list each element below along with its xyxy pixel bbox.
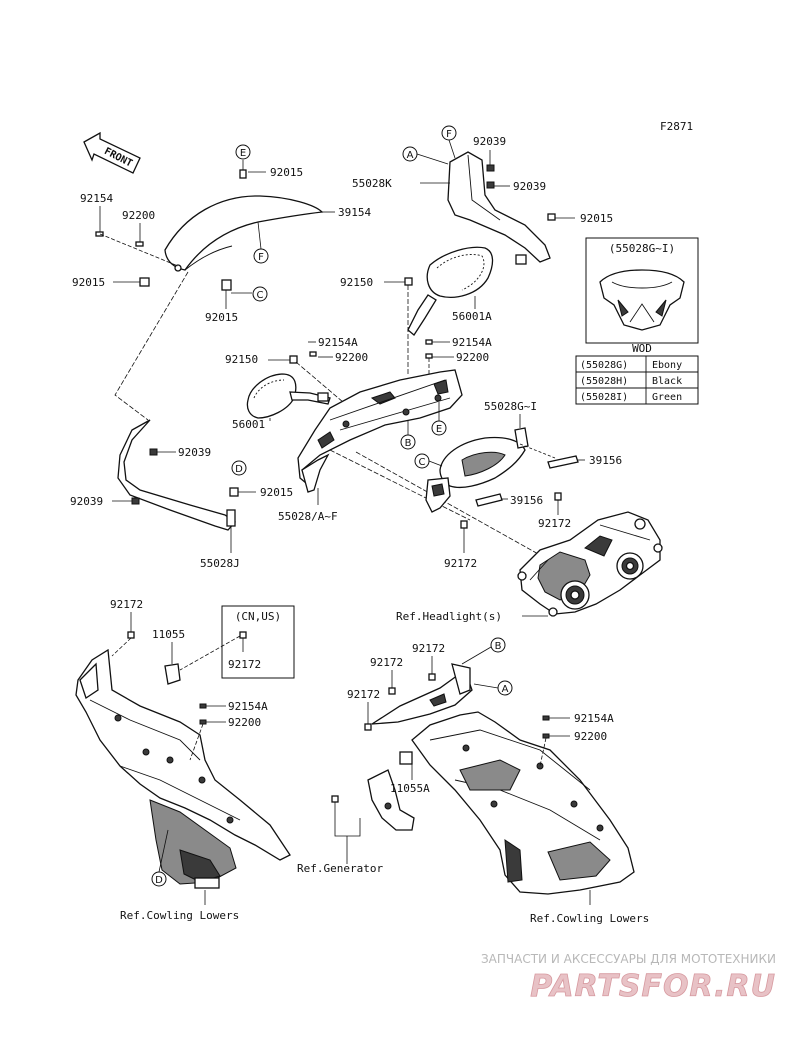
label-92200-lb: 92200 [228, 716, 261, 729]
wod-box-title: (55028G~I) [609, 242, 675, 255]
svg-text:A: A [407, 150, 414, 161]
callout-a-bracket: A [402, 146, 418, 162]
generator-bracket-part [367, 751, 415, 831]
label-92172-r1: 92172 [412, 642, 445, 655]
callout-b-center: B [400, 434, 416, 450]
svg-text:F: F [258, 252, 264, 263]
label-11055: 11055 [152, 628, 185, 641]
bracket-right-part [447, 151, 551, 265]
callout-a-right: A [497, 680, 513, 696]
label-92172-r3: 92172 [347, 688, 380, 701]
svg-text:D: D [155, 875, 163, 886]
cn-us-part: 92172 [228, 658, 261, 671]
svg-text:F: F [446, 129, 452, 140]
svg-text:D: D [235, 464, 243, 475]
label-39154: 39154 [338, 206, 371, 219]
wod-color-2: Black [652, 376, 682, 387]
label-ref-cowling-left: Ref.Cowling Lowers [120, 909, 239, 922]
upper-cowl-part [297, 369, 463, 493]
wod-variant-box: (55028G~I) WOD (55028G) Ebony (55028H) B… [575, 237, 699, 405]
callout-f-screen: F [253, 248, 269, 264]
wod-cowl-part [599, 269, 685, 331]
wod-code-3: (55028I) [580, 392, 628, 403]
label-39156-a: 39156 [589, 454, 622, 467]
callout-f-bracket: F [441, 125, 457, 141]
windscreen-part [164, 169, 324, 272]
label-92154A-r: 92154A [452, 336, 492, 349]
wod-color-3: Green [652, 392, 682, 403]
svg-text:B: B [495, 641, 502, 652]
label-56001: 56001 [232, 418, 265, 431]
label-92200-c: 92200 [335, 351, 368, 364]
inner-panel-left-part [117, 419, 236, 531]
callout-b-right: B [490, 637, 506, 653]
center-duct-part [425, 427, 529, 513]
label-92172-c: 92172 [538, 517, 571, 530]
label-92172-lt: 92172 [110, 598, 143, 611]
label-92200-r: 92200 [456, 351, 489, 364]
label-92039-bottom: 92039 [70, 495, 103, 508]
headlight-assembly-part [517, 511, 663, 617]
label-55028K: 55028K [352, 177, 392, 190]
label-11055A: 11055A [390, 782, 430, 795]
label-92015-c: 92015 [205, 311, 238, 324]
label-55028J: 55028J [200, 557, 240, 570]
label-92039-b: 92039 [513, 180, 546, 193]
label-92200-rb: 92200 [574, 730, 607, 743]
svg-text:A: A [502, 684, 509, 695]
svg-text:C: C [257, 290, 264, 301]
label-92154A-rb: 92154A [574, 712, 614, 725]
lower-fairing-right-part [411, 711, 635, 895]
label-92015-top: 92015 [270, 166, 303, 179]
callout-c-center: C [414, 453, 430, 469]
svg-text:B: B [405, 438, 412, 449]
front-arrow-icon: FRONT [83, 131, 141, 174]
cn-us-variant-box: (CN,US) 92172 [221, 605, 295, 679]
lower-fairing-left-part [75, 648, 291, 889]
label-92200-top: 92200 [122, 209, 155, 222]
label-56001A: 56001A [452, 310, 492, 323]
watermark-brand: PARTSFOR.RU [530, 969, 776, 1004]
wod-color-1: Ebony [652, 360, 682, 371]
label-92150-left: 92150 [225, 353, 258, 366]
label-55028AF: 55028/A~F [278, 510, 338, 523]
label-92039-left: 92039 [178, 446, 211, 459]
label-92154A-lb: 92154A [228, 700, 268, 713]
wod-code-1: (55028G) [580, 360, 628, 371]
svg-text:C: C [419, 457, 426, 468]
label-55028GI: 55028G~I [484, 400, 537, 413]
label-92015-d: 92015 [260, 486, 293, 499]
callout-d-bottom: D [151, 871, 167, 887]
label-ref-cowling-right: Ref.Cowling Lowers [530, 912, 649, 925]
label-92154-top: 92154 [80, 192, 113, 205]
svg-text:E: E [436, 424, 442, 435]
callout-e-top: E [235, 144, 251, 160]
figure-code: F2871 [660, 120, 693, 133]
wod-code-2: (55028H) [580, 376, 628, 387]
label-ref-headlight: Ref.Headlight(s) [396, 610, 502, 623]
label-92154A-c: 92154A [318, 336, 358, 349]
callout-d-left: D [231, 460, 247, 476]
callout-e-center: E [431, 420, 447, 436]
label-92172-r2: 92172 [370, 656, 403, 669]
label-92015-bracket: 92015 [580, 212, 613, 225]
cn-us-title: (CN,US) [235, 610, 281, 623]
mirror-left-part [246, 373, 331, 419]
label-92015-left: 92015 [72, 276, 105, 289]
label-39156-b: 39156 [510, 494, 543, 507]
wod-caption: WOD [632, 342, 652, 355]
svg-text:E: E [240, 148, 246, 159]
watermark-tagline: ЗАПЧАСТИ И АКСЕССУАРЫ ДЛЯ МОТОТЕХНИКИ [481, 952, 776, 966]
label-92172-b: 92172 [444, 557, 477, 570]
label-ref-generator: Ref.Generator [297, 862, 383, 875]
label-92150-right: 92150 [340, 276, 373, 289]
mirror-right-part [407, 246, 494, 336]
callout-c-screen: C [252, 286, 268, 302]
label-92039-a: 92039 [473, 135, 506, 148]
mount-bracket-part [371, 663, 473, 725]
